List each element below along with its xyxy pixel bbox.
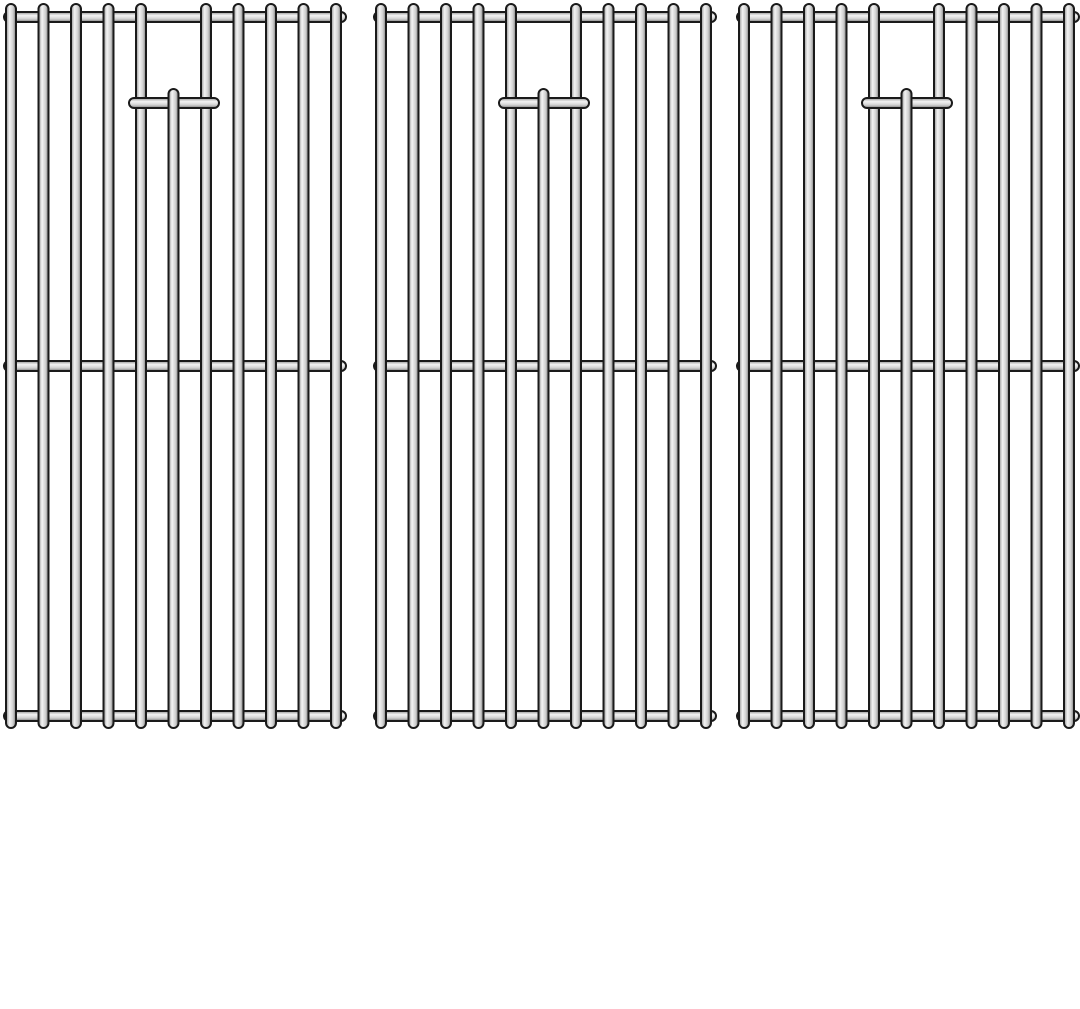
grate-rod bbox=[70, 3, 82, 729]
grate-rod bbox=[933, 3, 945, 729]
grate-rod bbox=[102, 3, 115, 729]
grate-rod bbox=[1063, 3, 1075, 729]
grill-grate bbox=[736, 3, 1080, 729]
grill-grate bbox=[3, 3, 347, 729]
grate-rod bbox=[868, 3, 880, 729]
center-rod bbox=[900, 88, 913, 729]
grate-rod bbox=[998, 3, 1010, 729]
grate-rod bbox=[738, 3, 750, 729]
center-rod bbox=[167, 88, 180, 729]
grate-rod bbox=[505, 3, 517, 729]
grate-rod bbox=[965, 3, 978, 729]
grate-rod bbox=[135, 3, 147, 729]
cross-bar bbox=[3, 11, 347, 23]
grate-rod bbox=[375, 3, 387, 729]
grate-rod bbox=[700, 3, 712, 729]
grate-rod bbox=[330, 3, 342, 729]
grate-rod bbox=[835, 3, 848, 729]
grate-rod bbox=[667, 3, 680, 729]
grate-rod bbox=[5, 3, 17, 729]
grate-rod bbox=[407, 3, 420, 729]
grate-rod bbox=[440, 3, 452, 729]
grate-rod bbox=[232, 3, 245, 729]
grate-rod bbox=[602, 3, 615, 729]
grill-grate bbox=[373, 3, 717, 729]
grate-rod bbox=[1030, 3, 1043, 729]
grate-rod bbox=[570, 3, 582, 729]
center-rod bbox=[537, 88, 550, 729]
grate-rod bbox=[37, 3, 50, 729]
grate-rod bbox=[472, 3, 485, 729]
grate-rod bbox=[265, 3, 277, 729]
grate-rod bbox=[770, 3, 783, 729]
grate-rod bbox=[803, 3, 815, 729]
grate-rod bbox=[297, 3, 310, 729]
cross-bar bbox=[736, 11, 1080, 23]
grate-rod bbox=[200, 3, 212, 729]
cross-bar bbox=[373, 11, 717, 23]
grate-rod bbox=[635, 3, 647, 729]
